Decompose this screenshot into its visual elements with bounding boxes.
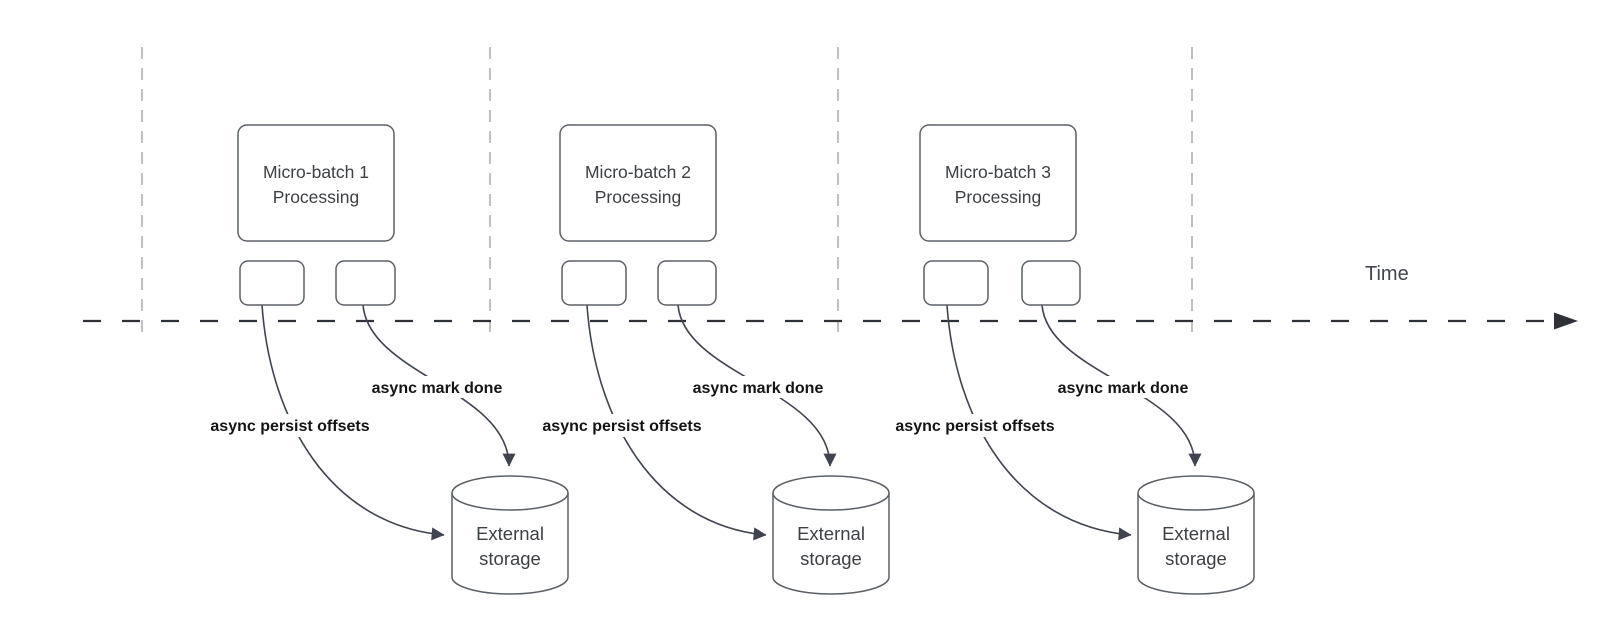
time-label: Time [1365, 263, 1409, 285]
storage-cylinder-body-2 [772, 493, 890, 595]
micro-batch-3-title-line1: Micro-batch 3 [945, 162, 1051, 182]
time-axis-arrowhead-icon [1554, 312, 1578, 330]
storage-label-line2-1: storage [479, 548, 541, 569]
mark-done-label-2: async mark done [693, 380, 824, 397]
mark-done-label-3: async mark done [1058, 380, 1189, 397]
micro-batch-2-title-line2: Processing [595, 187, 682, 207]
micro-batch-2-group: async persist offsets async mark done Mi… [530, 124, 890, 595]
interval-gridlines [141, 47, 1193, 338]
persist-offsets-label-1: async persist offsets [210, 418, 369, 435]
storage-label-line1-3: External [1162, 523, 1230, 544]
mark-done-label-1: async mark done [372, 380, 503, 397]
storage-label-line1-2: External [797, 523, 865, 544]
micro-batch-1-group: async persist offsets async mark done Mi… [198, 124, 569, 595]
persist-offsets-label-3: async persist offsets [895, 418, 1054, 435]
storage-label-line2-3: storage [1165, 548, 1227, 569]
persist-offsets-arrow-3 [946, 304, 1132, 541]
micro-batch-1-box [237, 124, 395, 242]
persist-offsets-label-bg-3 [883, 414, 1067, 437]
done-task-box-2 [657, 260, 717, 306]
storage-cylinder-top-2 [772, 475, 890, 511]
mark-done-label-bg-2 [680, 376, 836, 398]
storage-cylinder-top-1 [451, 475, 569, 511]
persist-offsets-label-bg-2 [530, 414, 714, 437]
done-task-box-3 [1021, 260, 1081, 306]
persist-offsets-label-2: async persist offsets [542, 418, 701, 435]
storage-label-line2-2: storage [800, 548, 862, 569]
micro-batch-3-group: async persist offsets async mark done Mi… [883, 124, 1255, 595]
micro-batch-3-title-line2: Processing [955, 187, 1042, 207]
micro-batch-1-title-line2: Processing [273, 187, 360, 207]
micro-batch-2-box [559, 124, 717, 242]
micro-batch-1-title-line1: Micro-batch 1 [263, 162, 369, 182]
persist-offsets-arrow-2 [586, 304, 767, 541]
external-storage-3: External storage [1137, 475, 1255, 595]
offset-task-box-2 [561, 260, 627, 306]
mark-done-label-bg-1 [359, 376, 515, 398]
mark-done-label-bg-3 [1045, 376, 1201, 398]
offset-task-box-3 [923, 260, 989, 306]
time-axis: Time [83, 263, 1578, 330]
external-storage-2: External storage [772, 475, 890, 595]
storage-cylinder-body-3 [1137, 493, 1255, 595]
offset-task-box-1 [239, 260, 305, 306]
micro-batch-3-box [919, 124, 1077, 242]
storage-cylinder-top-3 [1137, 475, 1255, 511]
persist-offsets-label-bg-1 [198, 414, 382, 437]
storage-cylinder-body-1 [451, 493, 569, 595]
external-storage-1: External storage [451, 475, 569, 595]
storage-label-line1-1: External [476, 523, 544, 544]
micro-batch-2-title-line1: Micro-batch 2 [585, 162, 691, 182]
done-task-box-1 [335, 260, 396, 306]
persist-offsets-arrow-1 [261, 304, 445, 541]
